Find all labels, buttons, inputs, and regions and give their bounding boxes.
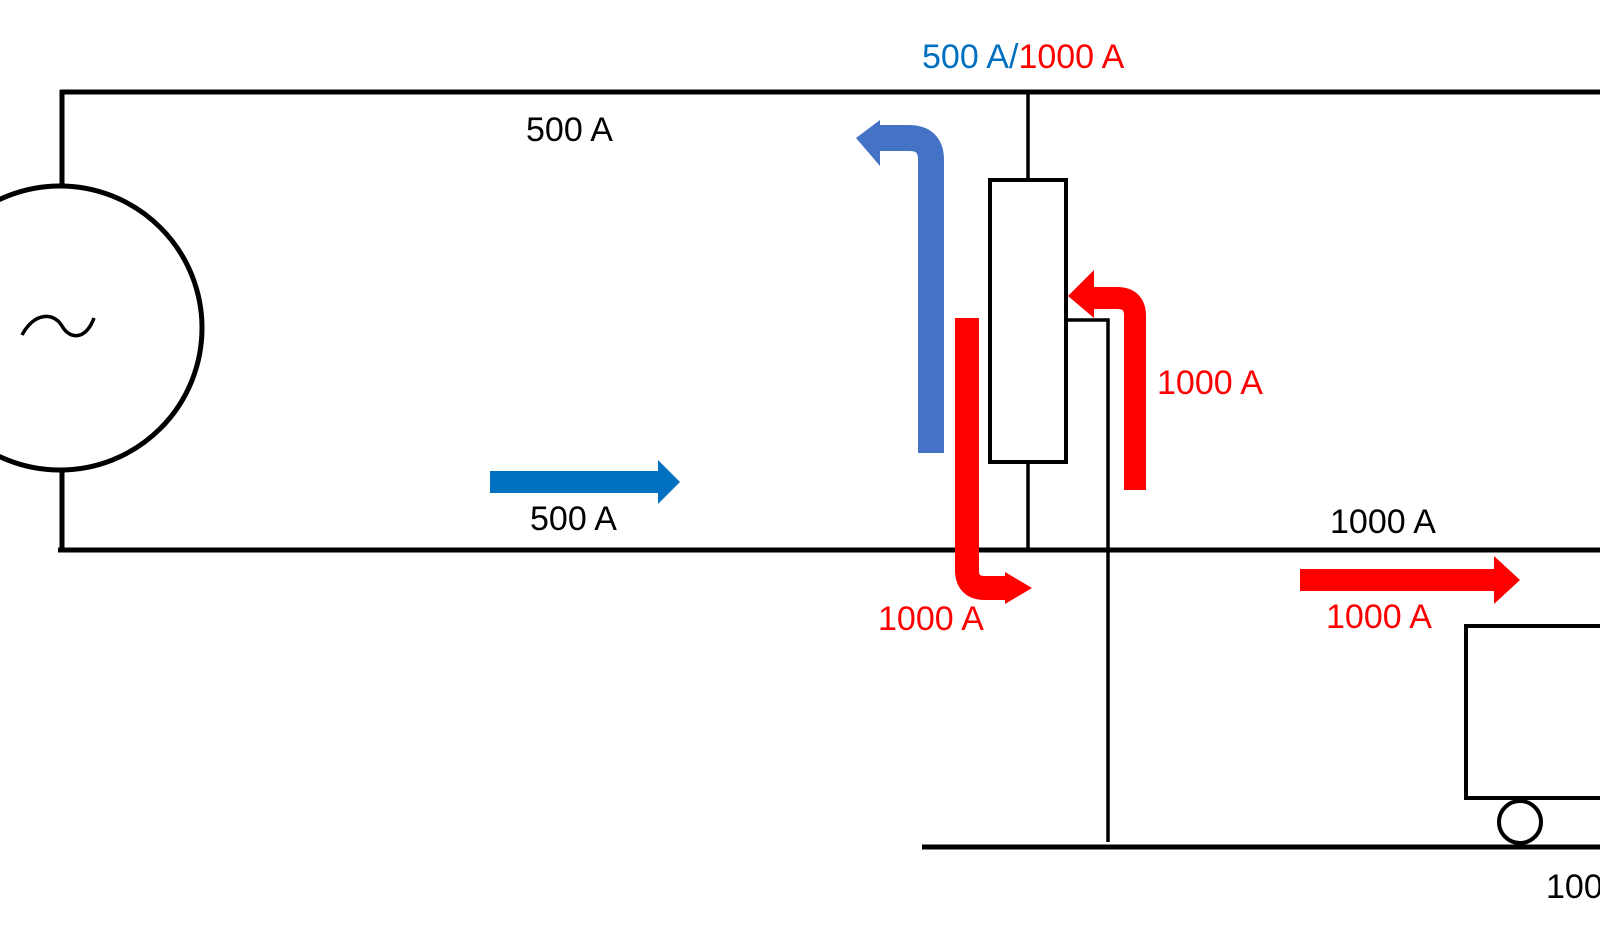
- label-top-center-red: 1000 A: [1018, 38, 1124, 76]
- red-arrow-right: [1300, 556, 1520, 604]
- blue-arrow-up-left: [856, 120, 944, 453]
- label-top-center-blue: 500 A: [922, 38, 1009, 76]
- label-cut-off-bottom: 1000 A: [1546, 868, 1600, 906]
- resistor-box: [988, 178, 1068, 464]
- red-arrow-up-left: [1068, 270, 1146, 490]
- load-box: [1464, 624, 1600, 800]
- label-bottom-center-current: 1000 A: [878, 600, 984, 638]
- red-arrow-down-right: [955, 318, 1032, 604]
- label-bottom-left-current: 500 A: [530, 500, 617, 538]
- blue-arrow-right: [490, 460, 680, 504]
- label-top-left-current: 500 A: [526, 111, 613, 149]
- label-bottom-right-black: 1000 A: [1330, 503, 1436, 541]
- ac-source-icon: [0, 183, 205, 473]
- label-top-center: 500 A/1000 A: [922, 38, 1125, 76]
- wheel-icon: [1497, 799, 1543, 845]
- label-bottom-right-red: 1000 A: [1326, 598, 1432, 636]
- label-right-resistor-current: 1000 A: [1157, 364, 1263, 402]
- label-top-center-slash: /: [1009, 38, 1019, 76]
- tap-wire: [1066, 318, 1110, 842]
